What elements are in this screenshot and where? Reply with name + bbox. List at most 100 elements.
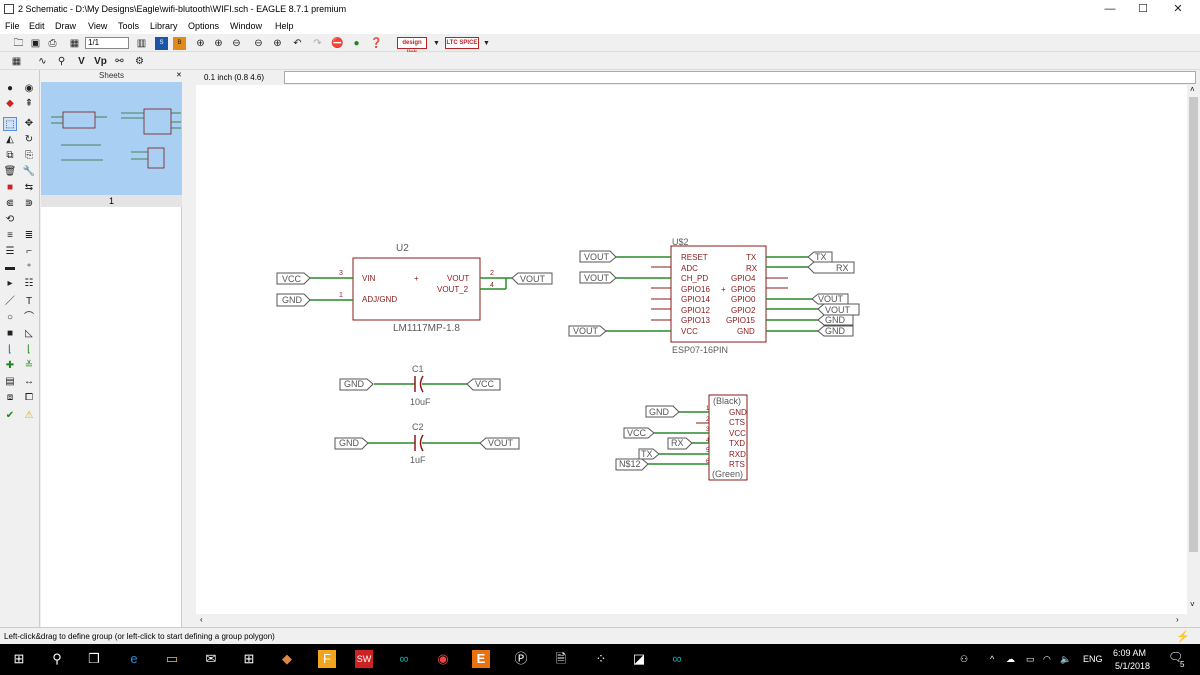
edge-icon[interactable]: e (130, 651, 138, 666)
capacitor-c2[interactable]: C2 1uF GND VOUT (334, 422, 520, 465)
ftdi-header[interactable]: (Black) (Green) GND CTS VCC TXD RXD RTS … (615, 394, 748, 481)
sheet-icon[interactable]: ▦ (69, 38, 80, 49)
wrench-icon[interactable]: 🔧 (22, 166, 36, 177)
menu-options[interactable]: Options (188, 21, 220, 31)
mirror-icon[interactable]: ◭ (6, 134, 14, 145)
bom-icon[interactable]: ▥ (136, 38, 147, 49)
redo-icon[interactable]: ↷ (313, 38, 322, 49)
command-input[interactable] (284, 71, 1196, 84)
menu-help[interactable]: Help (275, 21, 294, 31)
clock-date[interactable]: 5/1/2018 (1115, 661, 1151, 671)
bus-icon[interactable]: ⌊ (8, 344, 12, 355)
split-icon[interactable]: ⟲ (5, 214, 15, 225)
menu-draw[interactable]: Draw (55, 21, 77, 31)
group-select-icon[interactable]: ⬚ (3, 117, 17, 131)
link-icon[interactable]: ⚯ (115, 56, 124, 67)
close-button[interactable]: ✕ (1173, 3, 1183, 15)
store-icon[interactable]: ⊞ (243, 651, 255, 666)
undo-icon[interactable]: ↶ (293, 38, 302, 49)
menu-tools[interactable]: Tools (118, 21, 140, 31)
design-link-dropdown-icon[interactable]: ▼ (433, 40, 440, 47)
solidworks-icon[interactable]: SW (355, 650, 373, 668)
ltspice-logo[interactable]: LTC SPICE (445, 37, 479, 49)
stop-icon[interactable]: ⛔ (331, 38, 344, 49)
horizontal-scrollbar[interactable]: ‹ › (196, 614, 1187, 627)
settings-gear-icon[interactable]: ⚙ (135, 56, 144, 67)
volume-icon[interactable]: 🔈 (1060, 654, 1072, 664)
circle-icon[interactable]: ○ (6, 312, 14, 323)
app-p-icon[interactable]: Ⓟ (514, 651, 528, 666)
ltspice-dropdown-icon[interactable]: ▼ (483, 40, 490, 47)
brd-icon[interactable]: B (173, 37, 186, 50)
app-diamond-icon[interactable]: ◆ (282, 651, 292, 666)
zoom-area-icon[interactable]: ⚲ (57, 56, 66, 67)
mark-icon[interactable]: ◆ (6, 98, 14, 109)
add-part-icon[interactable]: ■ (6, 182, 14, 193)
maximize-button[interactable]: ☐ (1138, 3, 1148, 15)
junction-icon[interactable]: ✚ (5, 360, 15, 371)
pinswap-icon[interactable]: ⋐ (5, 198, 15, 209)
people-icon[interactable]: ⚇ (960, 654, 969, 664)
open-icon[interactable]: 🗀 (13, 38, 24, 49)
search-icon[interactable]: ⚲ (52, 651, 62, 666)
save-icon[interactable]: ▣ (30, 38, 41, 49)
menu-library[interactable]: Library (150, 21, 178, 31)
align-left-icon[interactable]: ≡ (7, 230, 13, 241)
arduino2-icon[interactable]: ∞ (672, 651, 682, 666)
app-f-icon[interactable]: F (318, 650, 336, 668)
zoom-fit-icon[interactable]: ⊕ (196, 38, 205, 49)
name-icon[interactable]: ▸ (7, 278, 13, 289)
sheet-number[interactable]: 1 (41, 195, 182, 207)
minimize-button[interactable]: — (1104, 3, 1116, 15)
delete-icon[interactable]: 🗑 (3, 166, 17, 177)
polygon-icon[interactable]: ◺ (25, 328, 33, 339)
eagle-taskbar-icon[interactable]: E (472, 650, 490, 668)
rect-icon[interactable]: ■ (6, 328, 14, 339)
mail-icon[interactable]: ✉ (205, 651, 217, 666)
go-icon[interactable]: ● (353, 38, 360, 49)
scroll-up-icon[interactable]: ˄ (1190, 85, 1195, 94)
info-icon[interactable]: ● (6, 83, 14, 94)
vertical-scroll-thumb[interactable] (1189, 97, 1198, 552)
app-dots-icon[interactable]: ⁘ (595, 651, 607, 666)
u2-regulator[interactable]: U2 LM1117MP-1.8 VIN ADJ/GND VOUT VOUT_2 … (308, 243, 512, 334)
clock-time[interactable]: 6:09 AM (1113, 648, 1147, 658)
copy-icon[interactable]: ⧉ (6, 150, 14, 161)
battery-icon[interactable]: ▭ (1026, 654, 1035, 664)
sch-icon[interactable]: S (155, 37, 168, 50)
align-right-icon[interactable]: ≣ (24, 230, 34, 241)
tray-chevron-icon[interactable]: ^ (990, 654, 995, 664)
wire-style-icon[interactable]: ∿ (38, 56, 47, 67)
panel-pin-icon[interactable]: ✕ (176, 72, 182, 79)
wifi-icon[interactable]: ◠ (1043, 654, 1051, 664)
help-icon[interactable]: ❓ (370, 38, 383, 49)
text-icon[interactable]: T (25, 296, 33, 307)
value-tool-icon[interactable]: ☷ (24, 278, 34, 289)
zoom-out-icon[interactable]: ⊖ (232, 38, 241, 49)
arduino-icon[interactable]: ∞ (399, 651, 409, 666)
schematic-canvas[interactable]: U2 LM1117MP-1.8 VIN ADJ/GND VOUT VOUT_2 … (196, 85, 1187, 614)
language-indicator[interactable]: ENG (1083, 654, 1103, 664)
vp-icon[interactable]: Vp (94, 56, 107, 67)
paste-icon[interactable]: ⎘ (25, 150, 33, 161)
windows-start-icon[interactable]: ⊞ (13, 651, 25, 666)
grid-icon[interactable]: ▦ (11, 56, 22, 67)
show-icon[interactable]: ◉ (24, 83, 34, 94)
scroll-right-icon[interactable]: › (1176, 615, 1179, 624)
sheet-select[interactable]: 1/1 (85, 37, 129, 49)
erc-icon[interactable]: ✔ (5, 410, 15, 421)
menu-edit[interactable]: Edit (29, 21, 45, 31)
menu-view[interactable]: View (88, 21, 108, 31)
line-icon[interactable]: ／ (5, 296, 15, 307)
corner-icon[interactable]: ⌐ (26, 246, 32, 257)
attribute-icon[interactable]: ▤ (5, 376, 15, 387)
sheet-thumbnail[interactable] (41, 82, 182, 195)
rotate-icon[interactable]: ↻ (24, 134, 34, 145)
menu-file[interactable]: File (5, 21, 20, 31)
esp07-net-labels[interactable]: VOUT VOUT VOUT TX RX VOUT VOUT GND GND (568, 250, 860, 337)
vertical-scrollbar[interactable]: ˄ ˅ (1187, 85, 1200, 614)
gateswap-icon[interactable]: ⋑ (24, 198, 34, 209)
chrome-icon[interactable]: ◉ (437, 651, 449, 666)
task-view-icon[interactable]: ❐ (88, 651, 100, 666)
sheets-panel-scrollbar[interactable] (182, 70, 196, 627)
